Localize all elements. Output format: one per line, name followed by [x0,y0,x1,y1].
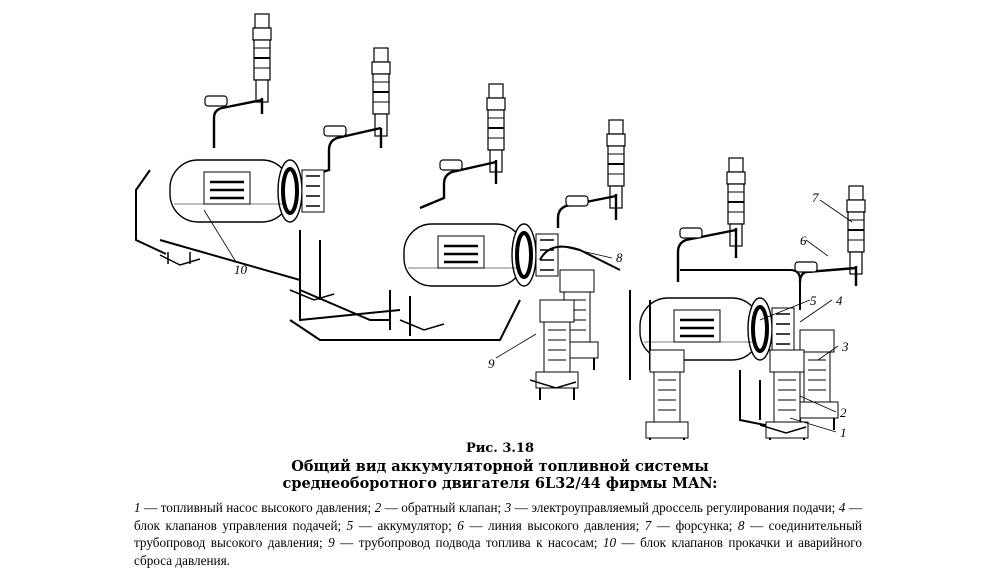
figure-caption: Рис. 3.18 Общий вид аккумуляторной топли… [0,440,1000,492]
callout-10: 10 [234,262,248,277]
callout-7: 7 [812,190,819,205]
legend-item: 8 — соединительный трубопровод высокого … [134,517,862,551]
callout-5: 5 [810,293,817,308]
callout-8: 8 [616,250,623,265]
callout-3: 3 [841,339,849,354]
figure-title-line-2: среднеоборотного двигателя 6L32/44 фирмы… [282,475,718,492]
figure-title-line-1: Общий вид аккумуляторной топливной систе… [291,458,709,475]
figure-number: Рис. 3.18 [465,441,535,456]
callout-4: 4 [836,293,843,308]
callout-1: 1 [840,425,847,440]
callout-6: 6 [800,233,807,248]
legend-item: 6 — линия высокого давления; [457,517,645,533]
legend-item: 10 — блок клапанов прокачки и аварийного… [134,535,862,568]
legend-item: 5 — аккумулятор; [346,517,458,533]
fuel-system-drawing: 1 2 3 4 5 6 7 8 9 10 [135,13,866,440]
figure-legend: 1 — топливный насос высокого давления; 2… [134,499,862,569]
callout-2: 2 [840,405,847,420]
legend-item: 2 — обратный клапан; [374,500,505,515]
legend-item: 3 — электроуправляемый дроссель регулиро… [504,500,839,515]
legend-item: 7 — форсунка; [644,517,738,533]
legend-item: 1 — топливный насос высокого давления; [134,500,375,515]
legend-item: 9 — трубопровод подвода топлива к насоса… [328,535,603,550]
callout-9: 9 [488,356,495,371]
legend-item: 4 — блок клапанов управления подачей; [134,500,863,533]
